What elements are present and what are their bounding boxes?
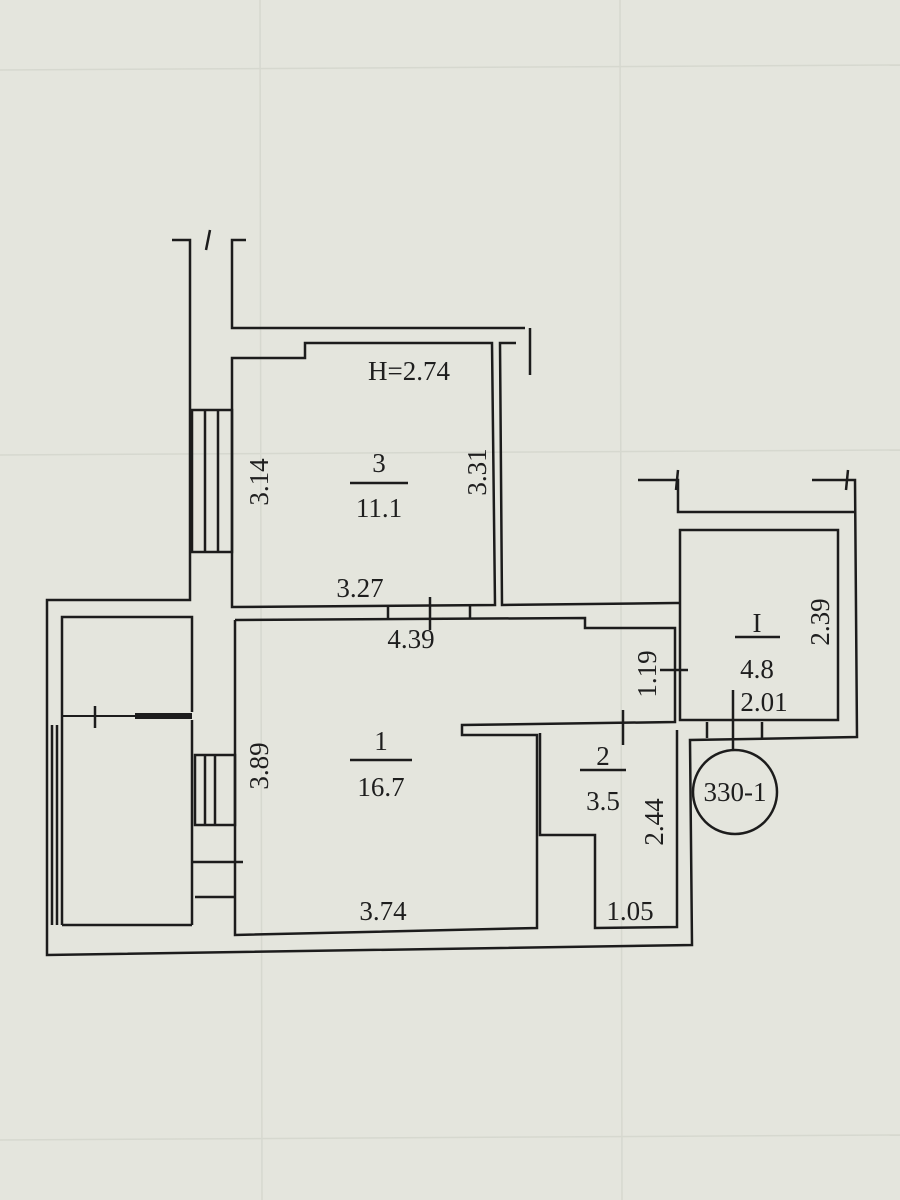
dim-room1-bottom: 3.74 <box>359 896 407 926</box>
room-3-area: 11.1 <box>356 493 402 523</box>
room-2-number: 2 <box>596 741 610 771</box>
window <box>190 408 234 554</box>
ceiling-height: H=2.74 <box>368 356 450 386</box>
room-1-outline <box>233 616 677 937</box>
dim-room1-left: 3.89 <box>244 742 274 789</box>
room-3-number: 3 <box>372 448 386 478</box>
dim-hall-opening: 1.19 <box>632 650 662 697</box>
dim-room1-top: 4.39 <box>387 624 434 654</box>
dim-roomI-bottom: 2.01 <box>740 687 787 717</box>
dim-room3-right: 3.31 <box>462 448 492 495</box>
room-2-area: 3.5 <box>586 786 620 816</box>
room-I-area: 4.8 <box>740 654 774 684</box>
dim-room3-left: 3.14 <box>244 458 274 506</box>
walls <box>45 229 859 957</box>
apartment-marker-circle <box>691 748 779 836</box>
room-1-number: 1 <box>374 726 388 756</box>
dim-room2-right: 2.44 <box>639 798 669 846</box>
room-2-outline <box>538 730 679 930</box>
room-1-area: 16.7 <box>357 772 404 802</box>
apartment-label: 330-1 <box>704 777 767 807</box>
dim-roomI-right: 2.39 <box>805 598 835 645</box>
dim-room3-bottom: 3.27 <box>336 573 383 603</box>
room-3-outline <box>230 341 497 609</box>
room-I-outline <box>678 528 840 722</box>
labels: H=2.74 3 11.1 1 16.7 2 3.5 I 4.8 330-1 3… <box>244 356 835 926</box>
dim-room2-bottom: 1.05 <box>606 896 653 926</box>
room-I-number: I <box>753 608 762 638</box>
